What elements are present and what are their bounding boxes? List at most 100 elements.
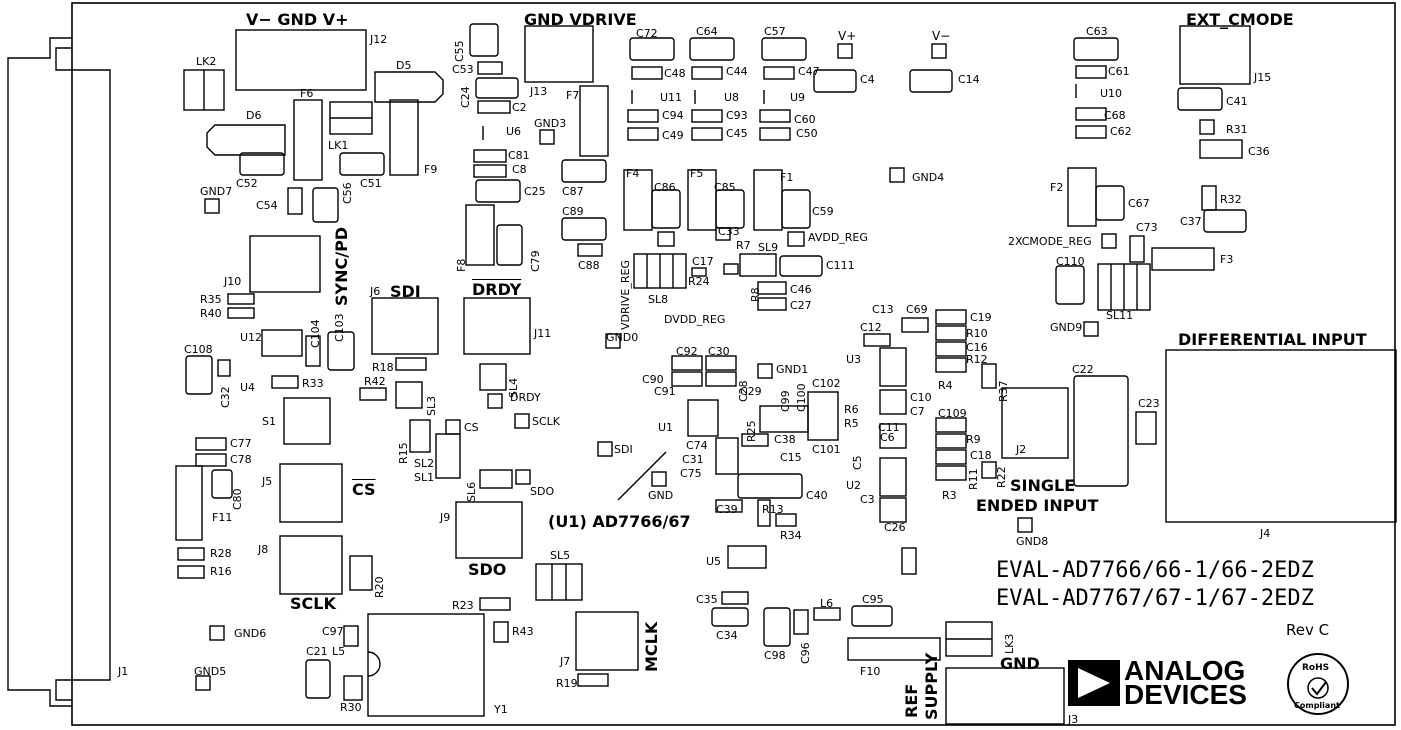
designator-vdrive-reg: VDRIVE_REG [619,260,632,330]
designator-c90: C90 [642,373,664,386]
designator-c5: C5 [851,455,864,470]
designator-r40: R40 [200,307,222,320]
designator-sl9: SL9 [758,241,779,254]
designator-2xcmode-reg: 2XCMODE_REG [1008,235,1092,248]
designator-c94: C94 [662,109,684,122]
designator-l6: L6 [820,597,834,610]
designator-c78: C78 [230,453,252,466]
designator-c77: C77 [230,437,252,450]
designator-r15: R15 [397,442,410,464]
designator-c103: C103 [333,313,346,342]
designator-c30: C30 [708,345,730,358]
board-title-2: EVAL-AD7767/67-1/67-2EDZ [996,586,1314,611]
designator-c101: C101 [812,443,841,456]
j12-header [235,29,367,91]
differential-input-header: DIFFERENTIAL INPUT [1178,330,1367,349]
designator-c47: C47 [798,65,820,78]
designator-c109: C109 [938,407,967,420]
designator-c41: C41 [1226,95,1248,108]
designator-r5: R5 [844,417,859,430]
designator-f4: F4 [626,167,640,180]
j8-header [279,535,343,595]
designator-gnd7: GND7 [200,185,233,198]
designator-j11: J11 [534,327,552,340]
designator-r20: R20 [373,576,386,598]
designator-r11: R11 [967,468,980,490]
designator-c89: C89 [562,205,584,218]
designator-sl1: SL1 [414,471,435,484]
designator-c21: C21 [306,645,328,658]
designator-j2: J2 [1016,443,1027,456]
designator-c34: C34 [716,629,738,642]
designator-j6: J6 [370,285,381,298]
designator-j9: J9 [440,511,451,524]
designator-s1: S1 [262,415,276,428]
designator-l5: L5 [332,645,346,658]
designator-c23: C23 [1138,397,1160,410]
j3-header [945,667,1065,725]
designator-c61: C61 [1108,65,1130,78]
board-title: EVAL-AD7766/66-1/66-2EDZ [996,558,1314,583]
designator-u12: U12 [240,331,263,344]
designator-c16: C16 [966,341,988,354]
mclk-header: MCLK [642,621,661,672]
designator-c37: C37 [1180,215,1202,228]
designator-c97: C97 [322,625,344,638]
designator-r19: R19 [556,677,578,690]
designator-sdo: SDO [530,485,555,498]
designator-c93: C93 [726,109,748,122]
designator-c35: C35 [696,593,718,606]
ref-label: REF [902,683,921,718]
designator-c19: C19 [970,311,992,324]
designator-c95: C95 [862,593,884,606]
revision-label: Rev C [1286,621,1330,639]
j5-header [279,463,343,523]
designator-c7: C7 [910,405,925,418]
designator-r9: R9 [966,433,981,446]
designator-sl5: SL5 [550,549,571,562]
designator-f9: F9 [424,163,438,176]
designator-c98: C98 [764,649,786,662]
designator-c50: C50 [796,127,818,140]
designator-r33: R33 [302,377,324,390]
designator-r23: R23 [452,599,474,612]
designator-c100: C100 [795,383,808,412]
cs-header: CS [352,480,376,499]
designator-c3: C3 [860,493,875,506]
designator-r4: R4 [938,379,953,392]
designator-u2: U2 [846,479,862,492]
supply-label: SUPPLY [922,652,941,720]
designator-c15: C15 [780,451,802,464]
designator-u4: U4 [240,381,256,394]
designator-c11: C11 [878,421,900,434]
designator-c26: C26 [884,521,906,534]
designator-c38: C38 [774,433,796,446]
designator-j15: J15 [1254,71,1272,84]
designator-c91: C91 [654,385,676,398]
designator-f10: F10 [860,665,881,678]
designator-c81: C81 [508,149,530,162]
designator-gnd: GND [648,489,674,502]
vplus-label: V+ [838,29,857,43]
designator-sl2: SL2 [414,457,435,470]
designator-j5: J5 [262,475,273,488]
designator-c68: C68 [1104,109,1126,122]
designator-j13: J13 [530,85,548,98]
designator-c104: C104 [309,319,322,348]
designator-f6: F6 [300,87,314,100]
designator-u11: U11 [660,91,683,104]
designator-y1: Y1 [494,703,508,716]
y1-crystal [367,613,485,717]
vdrive-header: GND VDRIVE [524,10,637,29]
designator-c6: C6 [880,431,895,444]
designator-j10: J10 [224,275,242,288]
designator-f1: F1 [780,171,794,184]
designator-c111: C111 [826,259,855,272]
designator-u1: U1 [658,421,674,434]
designator-c56: C56 [341,182,354,204]
brand-line2: DEVICES [1124,679,1247,710]
designator-gnd4: GND4 [912,171,945,184]
designator-c53: C53 [452,63,474,76]
designator-r42: R42 [364,375,386,388]
